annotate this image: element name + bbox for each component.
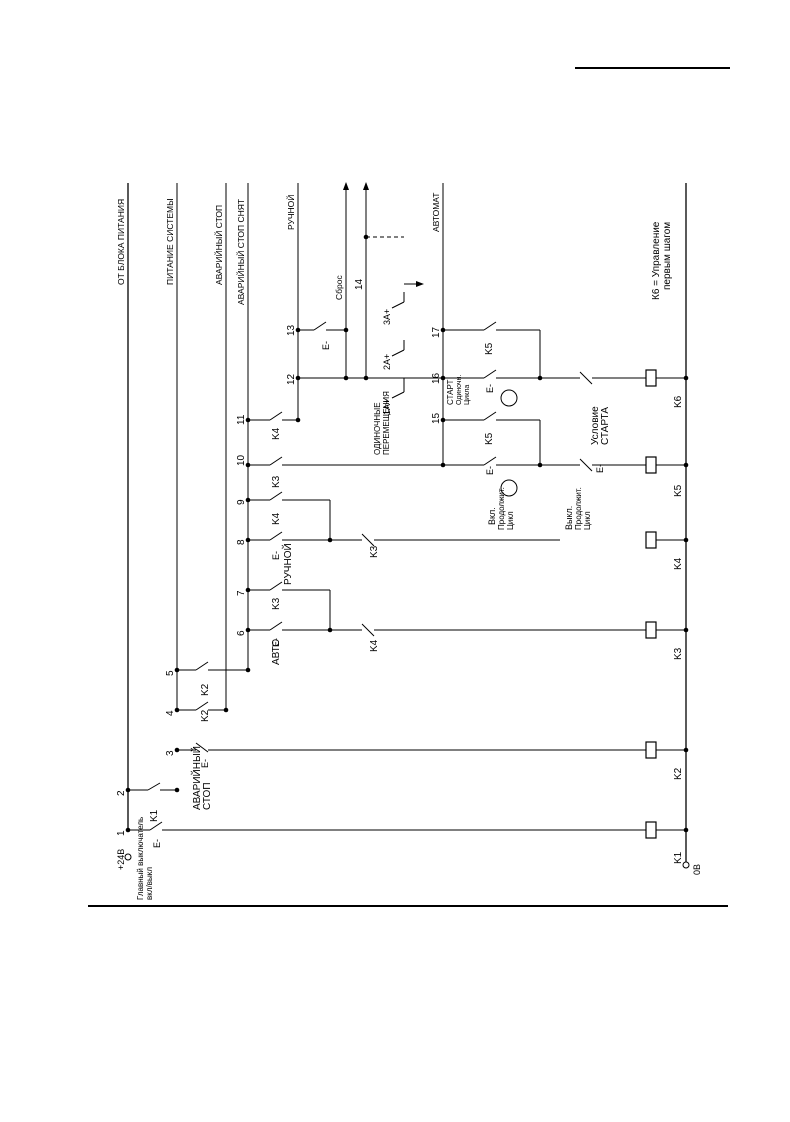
pb-symbol-estop: E- [200,759,210,768]
coil-k1 [645,821,657,839]
label-auto-line: АВТОМАТ [431,193,441,232]
node-2: 2 [116,790,127,796]
label-k4-latch: K4 [271,512,282,525]
pb-symbol-on: E- [485,466,495,475]
label-start-3: Цикла [464,385,471,405]
label-k1-contact: K1 [149,809,160,822]
label-k3-auto: K3 [271,475,282,488]
label-single-moves-2: ПЕРЕМЕЩЕНИЯ [382,391,391,455]
label-auto-button: АВТО [271,639,282,665]
label-k3-nc: K3 [369,545,380,558]
label-voltage-zero: 0В [692,864,702,875]
arrow-head-reset [343,182,349,190]
label-k6-note-1: К6 = Управление [651,221,662,300]
label-k2-contact-b: K2 [200,683,211,696]
node-14: 14 [354,278,365,290]
arrow-head-3a [416,281,424,287]
label-k2: K2 [673,767,684,780]
label-k5-cycle: K5 [484,342,495,355]
label-power-from-supply: ОТ БЛОКА ПИТАНИЯ [116,199,126,285]
label-off-2: Продолжит. [574,487,583,530]
label-move-1a: 1А+ [382,399,392,415]
label-voltage-pos: +24В [116,849,126,870]
label-system-power: ПИТАНИЕ СИСТЕМЫ [165,198,175,285]
node-4: 4 [165,710,176,716]
bottom-rule [88,905,728,907]
node-7: 7 [236,590,247,596]
node-15: 15 [431,412,442,424]
terminal-0v [682,861,690,869]
node-1: 1 [116,830,127,836]
label-estop-2: СТОП [202,782,213,810]
label-k4-manual: K4 [271,427,282,440]
coil-k5 [645,456,657,474]
label-k4: K4 [673,557,684,570]
label-main-switch-2: вкл/выкл [145,867,154,900]
label-start-cond-2: СТАРТА [600,407,611,445]
label-start-1: СТАРТ [446,380,455,405]
node-9: 9 [236,499,247,505]
terminal-24v [124,853,132,861]
pb-symbol-reset: E- [321,341,331,350]
label-estop-1: АВАРИЙНЫЙ [190,746,203,810]
label-k5: K5 [673,484,684,497]
label-start-2: Одиночн. [456,375,463,405]
label-k6: K6 [673,395,684,408]
label-reset: Сброс [334,275,344,300]
pb-symbol-manual: E- [271,551,281,560]
node-11: 11 [236,414,247,425]
coil-k4 [645,531,657,549]
label-estop-reset: АВАРИЙНЫЙ СТОП СНЯТ [235,199,246,305]
label-k6-note-2: первым шагом [662,222,673,290]
node-8: 8 [236,539,247,545]
label-manual-line: РУЧНОЙ [285,195,296,230]
label-k5-latch: K5 [484,432,495,445]
node-12: 12 [286,373,297,385]
label-off-3: Цикл [583,511,592,530]
label-move-2a: 2А+ [382,354,392,370]
label-k4-nc: K4 [369,639,380,652]
pb-single-cycle-icon [500,389,518,407]
label-move-3a: 3А+ [382,309,392,325]
label-on-2: Продолжит. [497,487,506,530]
pb-symbol-auto: E- [271,638,281,647]
label-single-moves-1: ОДИНОЧНЫЕ [373,402,382,455]
label-k3-latch: K3 [271,597,282,610]
pb-symbol-main: E- [152,839,162,848]
label-estop-line: АВАРИЙНЫЙ СТОП [213,205,224,285]
label-on-1: Вкл. [487,507,497,525]
top-rule [575,67,730,69]
coil-k3 [645,621,657,639]
pb-symbol-start: E- [485,384,495,393]
coil-k2 [645,741,657,759]
node-3: 3 [165,750,176,756]
pb-continuous-on-icon [500,479,518,497]
label-k1: K1 [673,851,684,864]
label-start-cond-1: Условие [590,406,601,445]
label-main-switch-1: Главный выключатель [136,817,145,900]
label-k2-contact-a: K2 [200,709,211,722]
arrow-head-14 [363,182,369,190]
node-5: 5 [165,670,176,676]
label-on-3: Цикл [506,511,515,530]
label-manual-button: РУЧНОЙ [281,543,294,585]
node-17: 17 [431,326,442,338]
label-k3: K3 [673,647,684,660]
pb-symbol-off: E- [595,464,605,473]
node-6: 6 [236,630,247,636]
coil-k6 [645,369,657,387]
label-off-1: Выкл. [564,506,574,530]
node-13: 13 [286,324,297,336]
node-10: 10 [236,454,247,466]
